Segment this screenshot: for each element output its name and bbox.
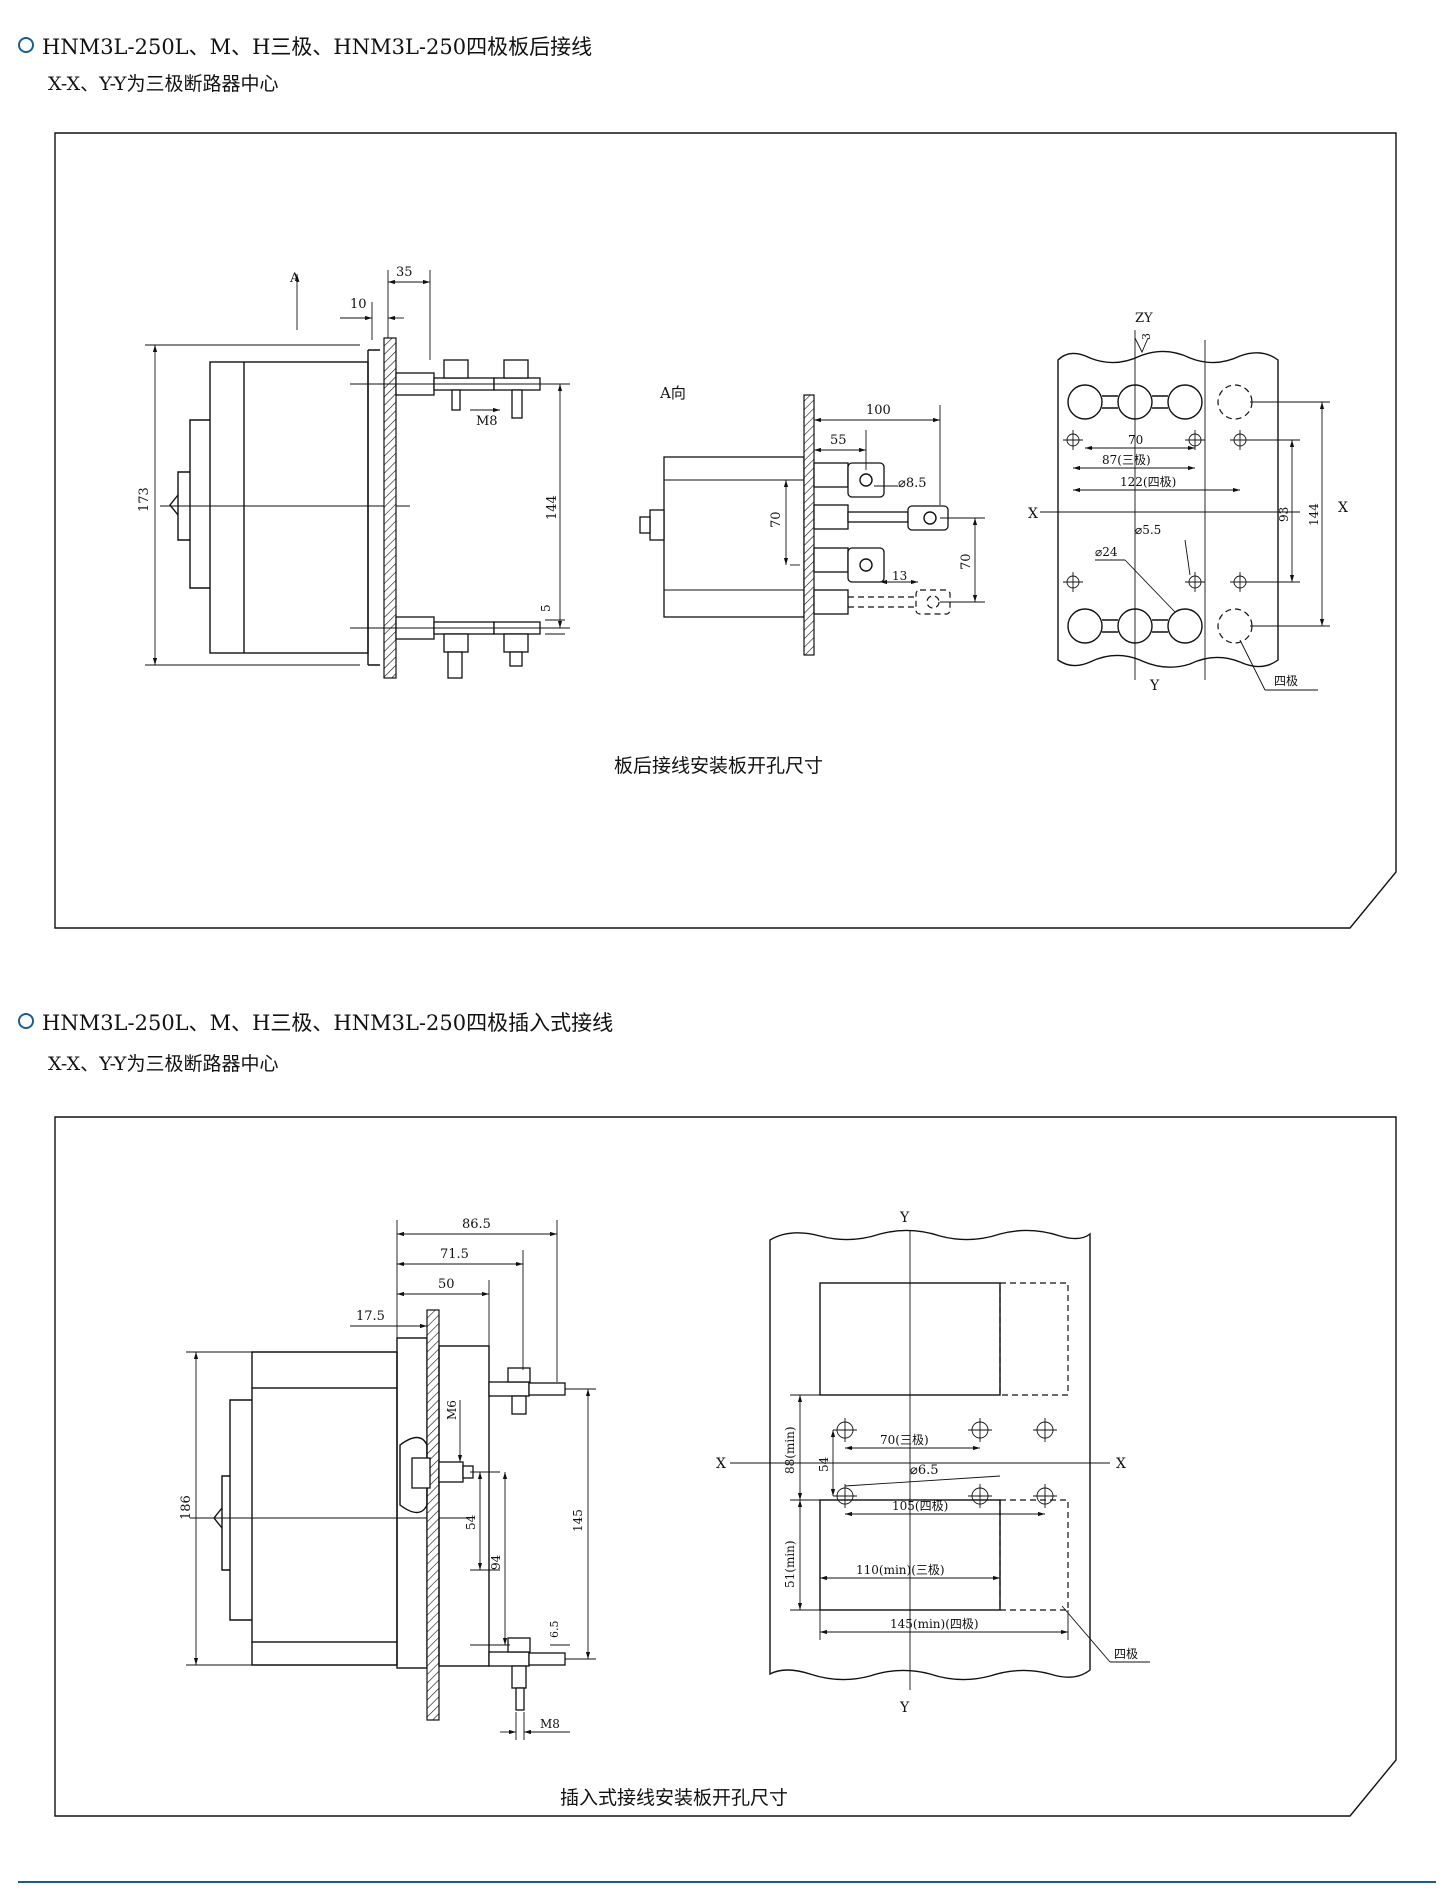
dim-55-label: 55 [830, 433, 847, 448]
dim-51-label: 51(min) [783, 1540, 797, 1588]
dim-6-5-label: 6.5 [548, 1621, 561, 1639]
dim-122-label: 122(四极) [1120, 475, 1176, 489]
axis-y-top-label: Y [899, 1210, 910, 1226]
axis-x-right-2-label: X [1116, 1456, 1126, 1472]
dim-d6-5-label: ⌀6.5 [910, 1463, 939, 1478]
dim-173-label: 173 [137, 487, 152, 512]
dim-54-label: 54 [464, 1514, 478, 1530]
side-view-rear: 35 10 A 173 M8 144 5 [137, 265, 570, 679]
dim-71-5-label: 71.5 [440, 1247, 469, 1262]
section1-subtitle: X-X、Y-Y为三极断路器中心 [48, 73, 279, 95]
view-arrow-a-label: A [289, 271, 300, 286]
dim-145-cutout-label: 145(min)(四极) [890, 1617, 979, 1631]
dim-100-label: 100 [866, 403, 891, 418]
dim-70-label: 70 [1128, 433, 1143, 447]
dim-88-label: 88(min) [783, 1426, 797, 1474]
cutout-rear: X X ZY 3 Y 70 87(三极) 122(四极) 93 144 ⌀5.5… [1028, 311, 1348, 694]
axis-x-left-2-label: X [716, 1456, 726, 1472]
dim-d8-5-label: ⌀8.5 [898, 476, 927, 491]
dim-145-label: 145 [571, 1509, 585, 1532]
dim-10-label: 10 [350, 297, 367, 312]
panel2-frame [54, 1116, 1397, 1817]
panel-plugin-wiring: 86.5 71.5 50 17.5 186 M6 54 94 145 6.5 [0, 1100, 1454, 1864]
dim-70b-label: 70 [959, 553, 974, 570]
panel-rear-wiring: 35 10 A 173 M8 144 5 A向 [54, 132, 1397, 929]
dim-m6-label: M6 [445, 1400, 459, 1420]
section2-title: HNM3L-250L、M、H三极、HNM3L-250四极插入式接线 [18, 1010, 613, 1036]
dim-70-sanji-label: 70(三极) [880, 1433, 929, 1447]
section1-title-text: HNM3L-250L、M、H三极、HNM3L-250四极板后接线 [42, 35, 593, 59]
dim-94-label: 94 [489, 1554, 503, 1570]
dim-35-label: 35 [396, 265, 413, 280]
dim-144-cutout-label: 144 [1307, 503, 1321, 526]
plugin-wiring-drawing: 86.5 71.5 50 17.5 186 M6 54 94 145 6.5 [54, 1116, 1397, 1817]
dim-d5-5-label: ⌀5.5 [1135, 523, 1161, 537]
four-pole-2-label: 四极 [1114, 1647, 1138, 1661]
cutout-plugin: Y Y X X 70(三极) ⌀6.5 105(四极) 88(min) 54 5… [716, 1210, 1150, 1716]
dim-93-label: 93 [1277, 507, 1291, 522]
section2-caption: 插入式接线安装板开孔尺寸 [560, 1787, 788, 1809]
dim-m8-label: M8 [476, 414, 498, 429]
dim-d24-label: ⌀24 [1095, 545, 1118, 559]
axis-y-bottom-label: Y [1149, 678, 1160, 694]
dim-5-label: 5 [539, 604, 553, 612]
dim-186-label: 186 [179, 1495, 194, 1520]
dim-110-label: 110(min)(三极) [856, 1563, 945, 1577]
four-pole-label: 四极 [1274, 674, 1298, 688]
a-view-label: A向 [659, 384, 686, 402]
axis-x-right-label: X [1338, 500, 1348, 516]
section1-caption: 板后接线安装板开孔尺寸 [614, 755, 823, 777]
dim-17-5-label: 17.5 [356, 1309, 385, 1324]
a-view: A向 100 55 ⌀8.5 70 [639, 384, 985, 656]
dim-3-label: 3 [1140, 333, 1153, 340]
dim-87-label: 87(三极) [1102, 453, 1151, 467]
axis-zy-label: ZY [1135, 311, 1153, 326]
dim-70a-label: 70 [769, 511, 784, 528]
section2-subtitle: X-X、Y-Y为三极断路器中心 [48, 1053, 279, 1075]
dim-144-label: 144 [545, 495, 560, 520]
axis-y-bottom-2-label: Y [899, 1700, 910, 1716]
footer-divider [18, 1881, 1436, 1883]
section1-title: HNM3L-250L、M、H三极、HNM3L-250四极板后接线 [18, 34, 592, 60]
dim-54-cutout-label: 54 [817, 1456, 831, 1472]
axis-x-left-label: X [1028, 506, 1038, 522]
bullet-circle-icon [18, 1013, 34, 1029]
dim-105-label: 105(四极) [892, 1499, 948, 1513]
panel1-frame [54, 132, 1397, 929]
side-view-plugin: 86.5 71.5 50 17.5 186 M6 54 94 145 6.5 [179, 1217, 596, 1740]
dim-m8-2-label: M8 [540, 1717, 560, 1731]
rear-wiring-drawing: 35 10 A 173 M8 144 5 A向 [54, 132, 1397, 929]
bullet-circle-icon [18, 37, 34, 53]
dim-86-5-label: 86.5 [462, 1217, 491, 1232]
dim-50-label: 50 [438, 1277, 455, 1292]
dim-13-label: 13 [892, 569, 907, 583]
section2-title-text: HNM3L-250L、M、H三极、HNM3L-250四极插入式接线 [42, 1011, 614, 1035]
